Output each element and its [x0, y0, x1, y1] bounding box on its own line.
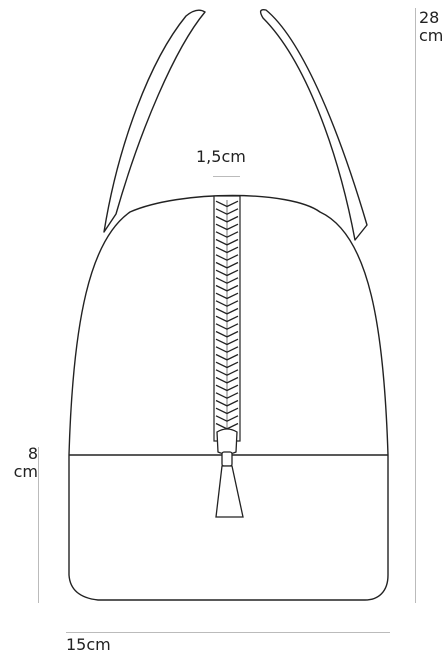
handle-left-strap [103, 9, 206, 233]
width-dimension-label: 15cm [66, 635, 111, 654]
zipper-width-label: 1,5cm [196, 147, 246, 166]
height-unit: cm [419, 26, 444, 45]
dimension-lines [38, 8, 416, 633]
zipper [213, 195, 244, 518]
zipper-slider [215, 428, 244, 518]
zipper-slider-link [221, 451, 233, 467]
base-height-value: 8 [27, 444, 38, 463]
handle-right-strap [259, 8, 368, 241]
zipper-pull-tab [215, 465, 244, 518]
height-dimension-label: 28 cm [419, 9, 446, 45]
bag-handle [103, 8, 368, 241]
height-value: 28 [419, 8, 440, 27]
base-height-unit: cm [13, 462, 38, 481]
base-height-dimension-label: 8 cm [4, 445, 38, 481]
zipper-teeth [215, 200, 239, 430]
zipper-slider-body [216, 428, 238, 455]
